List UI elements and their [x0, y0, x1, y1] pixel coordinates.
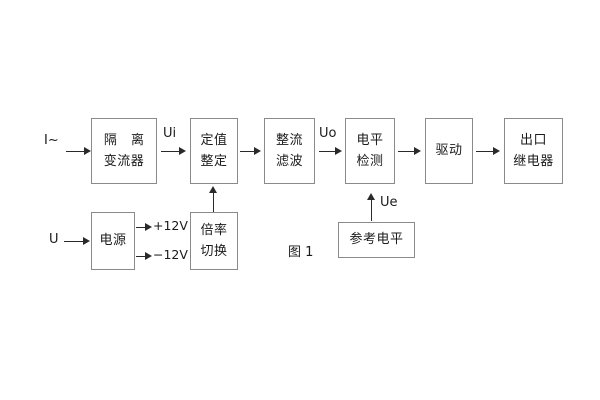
- block-setting-value-line2: 整定: [200, 154, 228, 169]
- block-setting-value-line1: 定值: [200, 132, 228, 148]
- connector-driver-to-output: [476, 151, 495, 152]
- block-power-supply: 电源: [91, 212, 135, 270]
- block-reference-level: 参考电平: [338, 222, 415, 258]
- arrowhead-power-positive12v: [145, 223, 152, 231]
- connector-power-positive12v: [136, 227, 148, 228]
- block-output-relay-line1: 出口: [519, 132, 547, 148]
- block-reference-level-line1: 参考电平: [349, 232, 404, 248]
- connector-power-negative12v: [136, 256, 148, 257]
- block-driver: 驱动: [425, 118, 473, 184]
- block-setting-value: 定值 整定: [190, 118, 238, 184]
- block-power-supply-line1: 电源: [99, 233, 127, 249]
- block-isolation-transformer-line1: 隔 离: [103, 132, 150, 148]
- arrowhead-power-negative12v: [145, 252, 152, 260]
- block-multiplier-switch-line2: 切换: [200, 244, 228, 259]
- arrowhead-rectifier-to-level: [335, 147, 342, 155]
- block-output-relay: 出口 继电器: [504, 118, 563, 184]
- block-rectifier-filter-line1: 整流: [275, 132, 303, 148]
- connector-setting-to-rectifier: [240, 151, 256, 152]
- block-multiplier-switch: 倍率 切换: [190, 212, 238, 270]
- block-output-relay-line2: 继电器: [513, 154, 554, 169]
- block-level-detection-line1: 电平: [356, 132, 384, 148]
- connector-multiplier-to-setting: [213, 192, 214, 212]
- connector-voltage-to-power: [64, 241, 85, 242]
- signal-label-negative-12v: −12V: [153, 247, 188, 262]
- connector-isolation-to-setting: [161, 151, 181, 152]
- arrowhead-current-to-isolation: [84, 147, 91, 155]
- arrowhead-reference-to-level: [367, 193, 375, 200]
- signal-label-uo: Uo: [319, 126, 337, 141]
- block-isolation-transformer: 隔 离 变流器: [91, 118, 157, 184]
- block-rectifier-filter: 整流 滤波: [264, 118, 315, 184]
- arrowhead-isolation-to-setting: [179, 147, 186, 155]
- block-driver-line1: 驱动: [435, 143, 463, 159]
- connector-rectifier-to-level: [319, 151, 337, 152]
- arrowhead-setting-to-rectifier: [254, 147, 261, 155]
- signal-label-current-input: I~: [44, 133, 59, 148]
- block-level-detection-line2: 检测: [356, 154, 384, 169]
- block-rectifier-filter-line2: 滤波: [275, 154, 303, 169]
- block-multiplier-switch-line1: 倍率: [200, 222, 228, 238]
- arrowhead-multiplier-to-setting: [209, 186, 217, 193]
- signal-label-positive-12v: +12V: [153, 218, 188, 233]
- figure-caption: 图 1: [288, 245, 314, 260]
- block-isolation-transformer-line2: 变流器: [103, 154, 145, 169]
- connector-reference-to-level: [371, 199, 372, 221]
- arrowhead-voltage-to-power: [83, 237, 90, 245]
- signal-label-ui: Ui: [163, 126, 177, 141]
- arrowhead-driver-to-output: [493, 147, 500, 155]
- block-level-detection: 电平 检测: [345, 118, 395, 184]
- signal-label-ue: Ue: [380, 195, 398, 210]
- connector-current-to-isolation: [66, 151, 86, 152]
- arrowhead-level-to-driver: [414, 147, 421, 155]
- connector-level-to-driver: [398, 151, 416, 152]
- signal-label-voltage-input: U: [49, 232, 59, 247]
